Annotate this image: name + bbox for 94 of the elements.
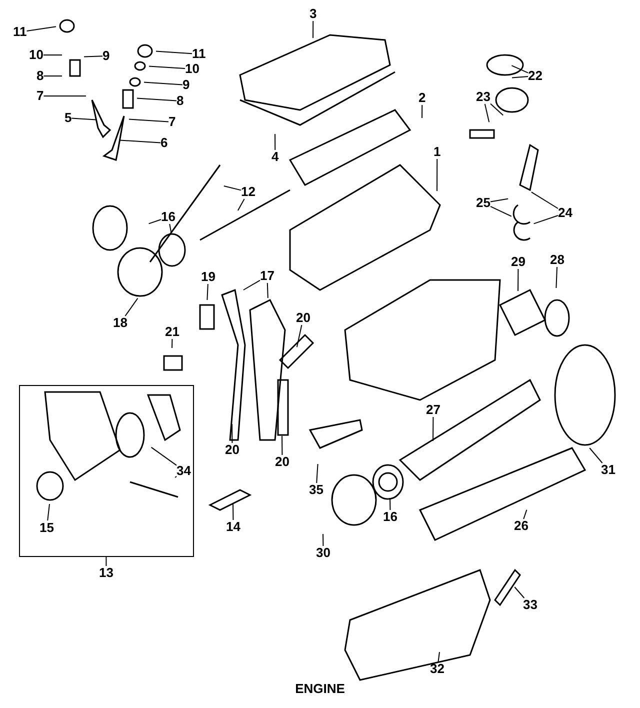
callout-number: 11 <box>192 47 206 61</box>
callout-number: 25 <box>476 196 490 210</box>
leader-line <box>232 424 233 444</box>
leader-line <box>533 215 558 224</box>
callout-number: 31 <box>601 463 616 477</box>
callout-number: 34 <box>176 464 191 478</box>
callout-number: 32 <box>430 662 444 676</box>
callout-number: 22 <box>528 69 542 83</box>
callout-number: 26 <box>514 519 528 533</box>
leader-line <box>43 54 62 56</box>
callout-number: 9 <box>182 78 190 92</box>
leader-line <box>514 586 525 598</box>
callout-number: 16 <box>383 510 398 524</box>
leader-line <box>322 534 324 546</box>
callout-number: 7 <box>36 89 44 103</box>
leader-line <box>436 158 438 192</box>
leader-line <box>223 186 242 191</box>
leader-line <box>136 98 177 102</box>
leader-line <box>296 324 302 348</box>
leader-line <box>518 268 519 292</box>
callout-number: 33 <box>523 598 538 612</box>
callout-number: 13 <box>99 566 114 580</box>
leader-line <box>512 76 528 78</box>
callout-number: 9 <box>102 49 110 63</box>
leader-line <box>124 298 138 316</box>
leader-line <box>530 192 558 209</box>
callout-number: 20 <box>225 443 240 457</box>
leader-line <box>422 104 423 118</box>
callout-number: 21 <box>165 325 180 339</box>
callout-number: 18 <box>113 316 128 330</box>
callout-number: 20 <box>296 311 310 325</box>
callout-number: 3 <box>310 7 317 21</box>
callout-number: 1 <box>434 145 441 159</box>
leader-line <box>266 282 268 298</box>
diagram-caption: ENGINE <box>295 681 345 696</box>
callout-number: 28 <box>550 253 564 267</box>
callout-number: 15 <box>40 520 54 534</box>
leader-line <box>316 464 318 484</box>
callout-number: 35 <box>309 483 324 497</box>
leader-line <box>390 498 391 510</box>
callout-number: 12 <box>241 185 256 199</box>
callout-number: 2 <box>418 91 426 105</box>
callout-number: 23 <box>476 90 490 104</box>
leader-line <box>490 198 509 202</box>
callout-number: 19 <box>201 270 216 284</box>
leader-line <box>156 50 192 54</box>
leader-line <box>484 104 490 123</box>
leader-line <box>26 26 56 32</box>
leader-line <box>106 556 107 566</box>
leader-line <box>511 65 528 74</box>
callout-number: 30 <box>316 546 330 560</box>
leader-line <box>148 66 186 69</box>
callout-number: 6 <box>160 136 168 150</box>
leader-line <box>148 219 162 224</box>
leader-line <box>71 118 96 120</box>
callout-number: 5 <box>64 111 72 125</box>
leader-line <box>490 206 512 217</box>
leader-line <box>84 56 103 58</box>
callout-number: 11 <box>13 25 27 39</box>
callout-number: 29 <box>511 255 526 269</box>
callout-number: 24 <box>558 206 572 220</box>
leader-line <box>128 118 169 122</box>
leader-line <box>312 20 314 38</box>
leader-line <box>144 82 183 86</box>
leader-line <box>523 509 528 520</box>
leader-line <box>172 338 173 348</box>
leader-line <box>174 476 177 478</box>
leader-line <box>556 266 558 288</box>
leader-line <box>282 436 283 456</box>
leader-line <box>120 140 161 144</box>
callout-number: 8 <box>36 69 44 83</box>
leader-line <box>432 416 434 442</box>
callout-number: 4 <box>272 150 279 164</box>
group-frame <box>19 385 194 557</box>
callout-number: 10 <box>185 62 200 76</box>
callout-number: 7 <box>168 115 176 129</box>
leader-line <box>490 103 504 116</box>
leader-line <box>242 280 260 290</box>
callout-number: 14 <box>226 520 240 534</box>
callout-number: 8 <box>176 94 184 108</box>
callout-number: 20 <box>275 455 290 469</box>
leader-line <box>232 504 234 520</box>
leader-line <box>206 284 208 300</box>
callout-number: 16 <box>161 210 176 224</box>
leader-line <box>237 198 245 211</box>
callout-number: 27 <box>426 403 440 417</box>
leader-line <box>169 224 172 234</box>
callout-number: 10 <box>29 48 44 62</box>
leader-line <box>274 134 276 150</box>
leader-line <box>589 448 603 464</box>
leader-line <box>150 446 177 466</box>
callout-number: 17 <box>260 269 274 283</box>
leader-line <box>47 504 50 521</box>
leader-line <box>438 652 440 662</box>
